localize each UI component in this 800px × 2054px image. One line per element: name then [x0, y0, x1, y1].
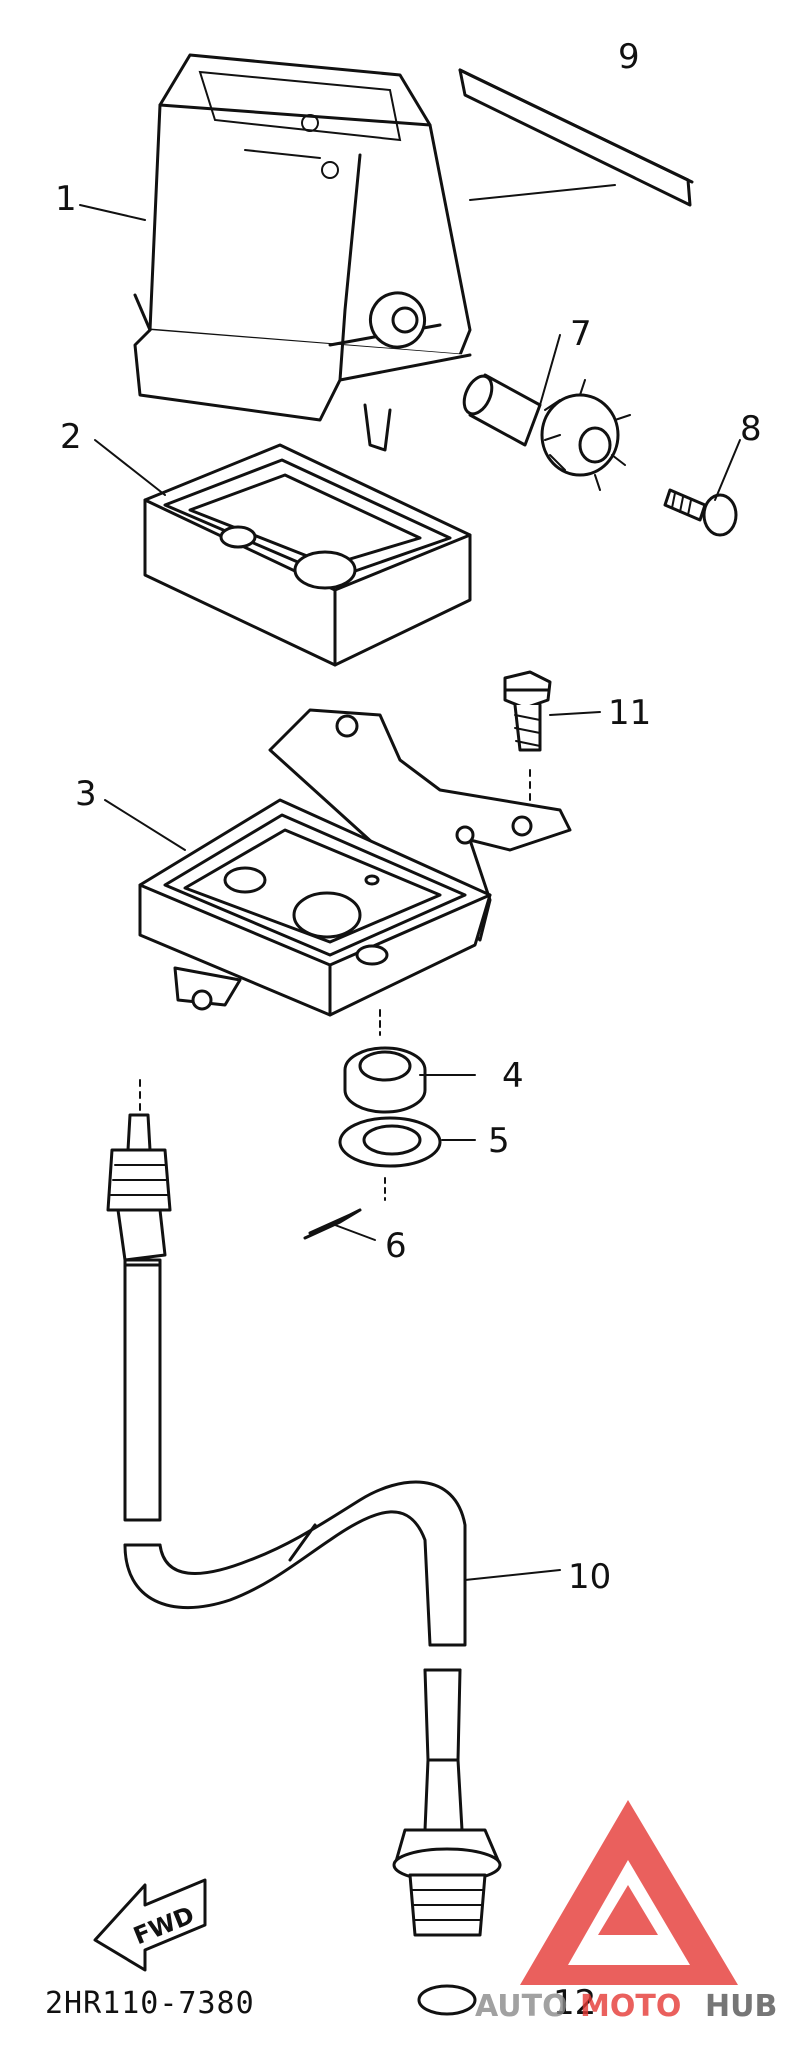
washer: [338, 1116, 442, 1201]
callout-9: 9: [618, 37, 640, 77]
callout-11: 11: [608, 693, 651, 733]
leader-lines: [79, 184, 741, 1581]
automotohub-watermark: AUTO MOTO HUB: [475, 1800, 777, 2024]
rubber-strip: [458, 68, 694, 207]
watermark-text-hub: HUB: [705, 1989, 777, 2024]
callout-numbers: 1 2 3 4 5 6 7 8 9 10 11 12: [55, 37, 762, 2023]
grommet: [343, 1009, 427, 1114]
watermark-text-auto: AUTO: [475, 1989, 568, 2024]
o-ring: [417, 1984, 477, 2016]
bolt: [503, 670, 552, 801]
callout-6: 6: [385, 1226, 407, 1266]
grommet-tray: [143, 443, 472, 667]
callout-7: 7: [570, 314, 592, 354]
watermark-text-moto: MOTO: [580, 1989, 681, 2024]
clip: [303, 1208, 362, 1240]
callout-3: 3: [75, 774, 97, 814]
callout-5: 5: [488, 1121, 510, 1161]
callout-8: 8: [740, 409, 762, 449]
speedometer-cable: [106, 1079, 502, 1937]
callout-4: 4: [502, 1056, 524, 1096]
callout-2: 2: [60, 417, 82, 457]
meter-housing: [133, 53, 472, 452]
fwd-direction-arrow: FWD: [93, 1878, 207, 1972]
drive-gear: [462, 373, 631, 491]
watermark-logo-icon: [520, 1800, 738, 1985]
callout-1: 1: [55, 179, 77, 219]
screw: [663, 488, 738, 537]
callout-12: 12: [553, 1983, 596, 2023]
callout-10: 10: [568, 1557, 611, 1597]
meter-bracket: [138, 708, 572, 1017]
part-code: 2HR110-7380: [45, 1986, 255, 2021]
